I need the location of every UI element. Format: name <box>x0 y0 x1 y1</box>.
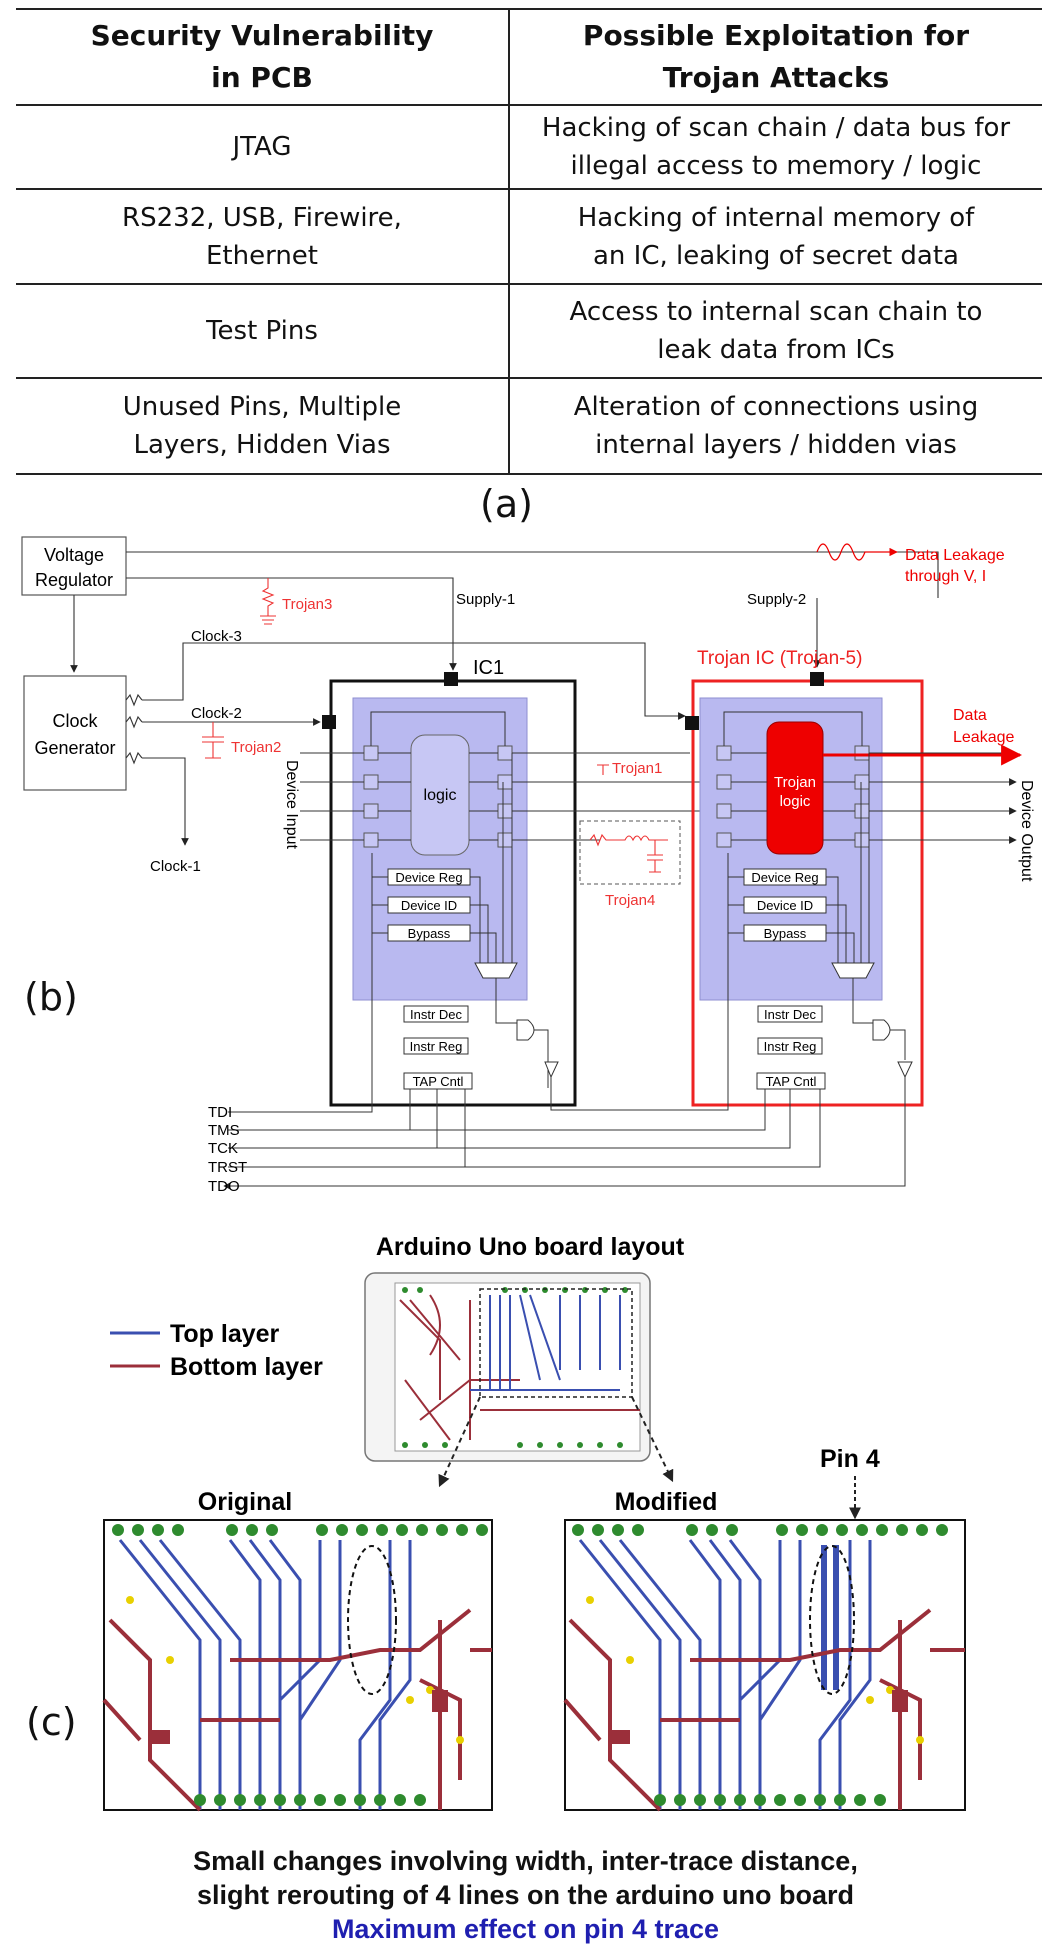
instr-reg-ic1: Instr Reg <box>410 1039 463 1054</box>
instr-reg-trojan: Instr Reg <box>764 1039 817 1054</box>
instr-dec-ic1: Instr Dec <box>410 1007 463 1022</box>
layer-legend: Top layer Bottom layer <box>110 1320 323 1381</box>
trojan-ic-label: Trojan IC (Trojan-5) <box>697 648 862 669</box>
ic1-chip: IC1 logic Device Reg Device ID Bypass In… <box>300 657 717 1107</box>
instr-dec-trojan: Instr Dec <box>764 1007 817 1022</box>
board-thumbnail <box>364 1272 651 1462</box>
panel-label-c: (c) <box>26 1700 77 1744</box>
data-leakage-label: Data <box>953 707 987 724</box>
table-header-row: Security Vulnerability in PCB Possible E… <box>16 8 1042 106</box>
device-input-label: Device Input <box>283 760 300 849</box>
trojan-logic-label: logic <box>780 793 811 810</box>
table-row: RS232, USB, Firewire, Ethernet Hacking o… <box>16 188 1042 285</box>
trojan3-label: Trojan3 <box>282 596 332 613</box>
trojan-ic-chip: Trojan IC (Trojan-5) Trojan logic Device… <box>685 648 1023 1107</box>
modified-board-closeup <box>563 1519 966 1812</box>
trojan2-capacitor <box>202 722 224 759</box>
bypass-ic1: Bypass <box>408 926 451 941</box>
bypass-trojan: Bypass <box>764 926 807 941</box>
clock-generator-label: Clock <box>52 711 98 731</box>
data-leakage-vi-label: Data Leakage <box>905 547 1005 564</box>
table-cell: Hacking of scan chain / data bus for ill… <box>509 104 1042 190</box>
table-cell: Access to internal scan chain to leak da… <box>509 283 1042 379</box>
trojan1-label: Trojan1 <box>612 760 662 777</box>
vulnerability-table: Security Vulnerability in PCB Possible E… <box>16 8 1042 475</box>
trst-label: TRST <box>208 1159 247 1176</box>
legend-bottom-label: Bottom layer <box>170 1353 323 1381</box>
logic-label: logic <box>424 787 457 804</box>
device-reg-trojan: Device Reg <box>751 870 818 885</box>
device-id-trojan: Device ID <box>757 898 813 913</box>
voltage-regulator-label: Voltage <box>44 545 104 565</box>
panel-label-a: (a) <box>480 482 533 526</box>
tck-label: TCK <box>208 1140 238 1157</box>
clock2-label: Clock-2 <box>191 705 242 722</box>
jtag-bus <box>223 1077 906 1190</box>
panel-label-b: (b) <box>24 975 78 1019</box>
original-label: Original <box>198 1488 292 1516</box>
caption-line-2: slight rerouting of 4 lines on the ardui… <box>197 1880 854 1910</box>
legend-top-label: Top layer <box>170 1320 280 1348</box>
original-board-closeup <box>102 1519 493 1812</box>
table-cell: Unused Pins, Multiple Layers, Hidden Via… <box>16 377 510 475</box>
voltage-regulator: Voltage Regulator <box>21 536 127 596</box>
pin4-label: Pin 4 <box>820 1445 880 1473</box>
voltage-regulator-label: Regulator <box>35 570 113 590</box>
device-id-ic1: Device ID <box>401 898 457 913</box>
board-title: Arduino Uno board layout <box>376 1233 685 1261</box>
clock3-label: Clock-3 <box>191 628 242 645</box>
tdo-label: TDO <box>208 1178 240 1195</box>
table-cell: RS232, USB, Firewire, Ethernet <box>16 188 510 285</box>
leakage-wave <box>816 543 898 561</box>
table-cell: JTAG <box>16 104 510 190</box>
table-row: Unused Pins, Multiple Layers, Hidden Via… <box>16 377 1042 475</box>
trojan4-circuit <box>579 820 681 885</box>
table-row: JTAG Hacking of scan chain / data bus fo… <box>16 104 1042 190</box>
table-cell: Hacking of internal memory of an IC, lea… <box>509 188 1042 285</box>
clock-generator: Clock Generator <box>23 675 127 791</box>
tap-cntl-ic1: TAP Cntl <box>413 1074 464 1089</box>
tms-label: TMS <box>208 1122 240 1139</box>
device-reg-ic1: Device Reg <box>395 870 462 885</box>
trojan3-resistor <box>260 578 276 625</box>
column-header: Possible Exploitation for Trojan Attacks <box>509 8 1042 106</box>
trojan2-label: Trojan2 <box>231 739 281 756</box>
tdi-label: TDI <box>208 1104 232 1121</box>
clock1-label: Clock-1 <box>150 858 201 875</box>
data-leakage-label: Leakage <box>953 729 1014 746</box>
caption-line-1: Small changes involving width, inter-tra… <box>193 1846 858 1876</box>
supply1-label: Supply-1 <box>456 591 515 608</box>
data-leakage-vi-label: through V, I <box>905 568 986 585</box>
caption-line-3: Maximum effect on pin 4 trace <box>331 1914 720 1944</box>
tap-cntl-trojan: TAP Cntl <box>766 1074 817 1089</box>
column-header: Security Vulnerability in PCB <box>16 8 510 106</box>
trojan1-capacitor <box>597 764 609 775</box>
device-output-label: Device Output <box>1018 780 1035 882</box>
trojan4-label: Trojan4 <box>605 892 655 909</box>
clock-generator-label: Generator <box>34 738 115 758</box>
table-row: Test Pins Access to internal scan chain … <box>16 283 1042 379</box>
arduino-board-figure: Arduino Uno board layout Top layer Botto… <box>102 1233 966 1812</box>
ic1-label: IC1 <box>473 657 504 679</box>
trojan-logic-label: Trojan <box>774 774 816 791</box>
jtag-trojan-diagram: Voltage Regulator Clock Generator Clock-… <box>21 536 1035 1195</box>
modified-label: Modified <box>615 1488 718 1516</box>
table-cell: Test Pins <box>16 283 510 379</box>
supply2-label: Supply-2 <box>747 591 806 608</box>
table-cell: Alteration of connections using internal… <box>509 377 1042 475</box>
wiring <box>70 551 939 846</box>
